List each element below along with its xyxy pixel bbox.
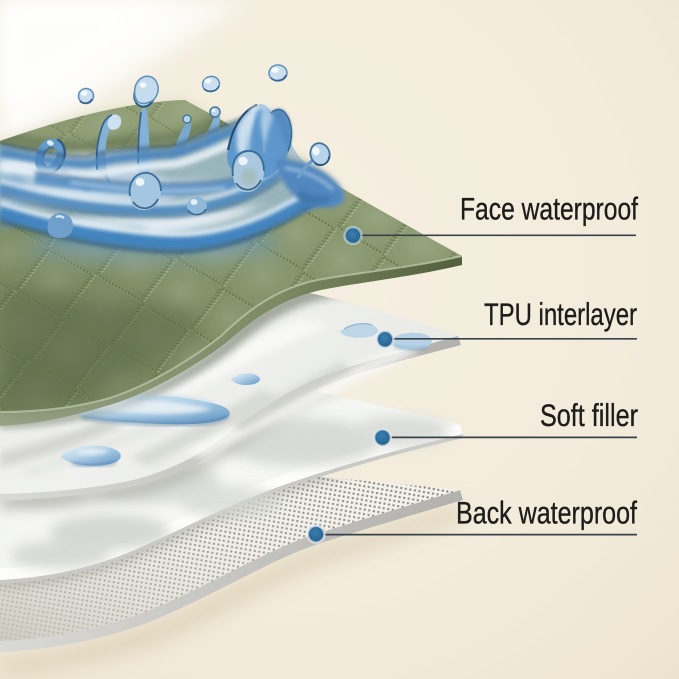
svg-text:Soft filler: Soft filler [540,397,638,433]
svg-text:Face waterproof: Face waterproof [460,191,638,227]
svg-text:TPU interlayer: TPU interlayer [484,296,637,332]
svg-text:Back waterproof: Back waterproof [456,495,637,531]
